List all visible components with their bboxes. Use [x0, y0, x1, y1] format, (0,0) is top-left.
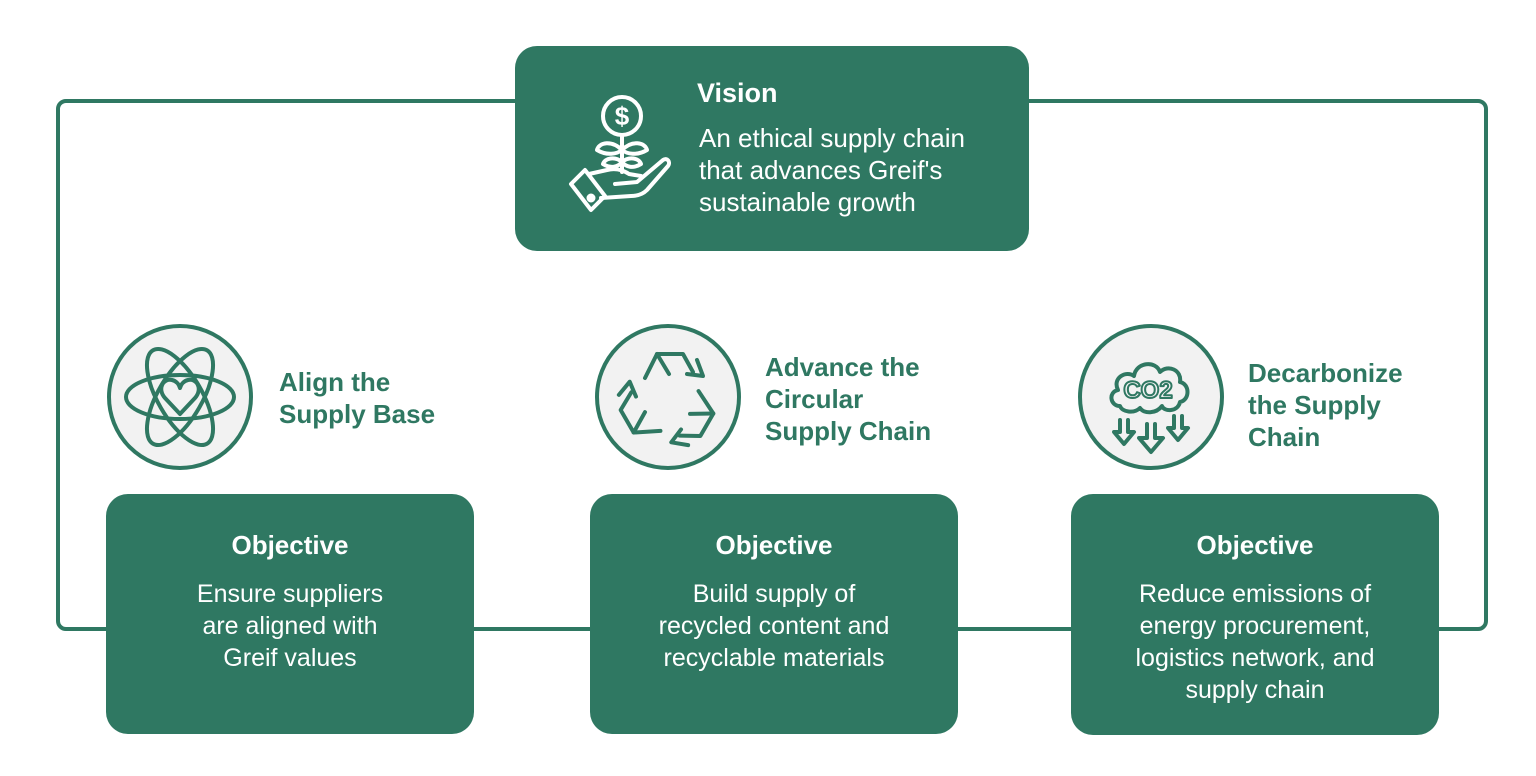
objective-line: Ensure suppliers — [196, 580, 384, 608]
recycle-icon — [616, 352, 716, 448]
atom-heart-icon — [124, 346, 236, 448]
objective-line: Build supply of — [692, 580, 856, 608]
objective-line: Reduce emissions of — [1138, 580, 1372, 608]
pillar-2-title-line: Supply Chain — [765, 416, 932, 446]
objective-line: Greif values — [223, 644, 357, 672]
svg-text:$: $ — [615, 101, 630, 131]
objective-text: Build supply of recycled content and rec… — [614, 578, 934, 674]
pillar-3-title-line: Decarbonize — [1248, 358, 1403, 388]
objective-line: supply chain — [1185, 676, 1325, 704]
objective-card-3: Objective Reduce emissions of energy pro… — [1071, 494, 1439, 735]
objective-title: Objective — [1196, 530, 1314, 560]
vision-card: $ Vision An ethical supply chain that ad… — [515, 46, 1029, 251]
vision-description: An ethical supply chain that advances Gr… — [699, 123, 965, 217]
pillar-3-icon-circle: CO2 — [1078, 324, 1224, 470]
objective-card-1: Objective Ensure suppliers are aligned w… — [106, 494, 474, 734]
pillar-2-icon-circle — [595, 324, 741, 470]
objective-card-2: Objective Build supply of recycled conte… — [590, 494, 958, 734]
svg-text:CO2: CO2 — [1123, 377, 1172, 404]
objective-title: Objective — [231, 530, 349, 560]
pillar-2-title: Advance the Circular Supply Chain — [765, 351, 931, 447]
objective-line: recycled content and — [658, 612, 890, 640]
objective-text: Reduce emissions of energy procurement, … — [1095, 578, 1415, 706]
objective-line: energy procurement, — [1139, 612, 1371, 640]
pillar-2-title-line: Circular — [765, 384, 864, 414]
objective-line: recyclable materials — [663, 644, 885, 672]
vision-title: Vision — [697, 78, 778, 108]
pillar-1-title-line: Supply Base — [279, 399, 436, 429]
pillar-3-title-line: the Supply — [1248, 390, 1381, 420]
objective-line: are aligned with — [202, 612, 378, 640]
objective-line: logistics network, and — [1135, 644, 1375, 672]
objective-text: Ensure suppliers are aligned with Greif … — [130, 578, 450, 674]
pillar-1-title: Align the Supply Base — [279, 366, 435, 430]
objective-title: Objective — [715, 530, 833, 560]
pillar-3-title-line: Chain — [1248, 422, 1321, 452]
pillar-1-title-line: Align the — [279, 367, 391, 397]
hand-plant-dollar-icon: $ — [569, 95, 671, 212]
pillar-3-title: Decarbonize the Supply Chain — [1248, 357, 1403, 453]
pillar-2-title-line: Advance the — [765, 352, 920, 382]
pillar-1-icon-circle — [107, 324, 253, 470]
co2-reduction-icon: CO2 — [1109, 362, 1190, 454]
